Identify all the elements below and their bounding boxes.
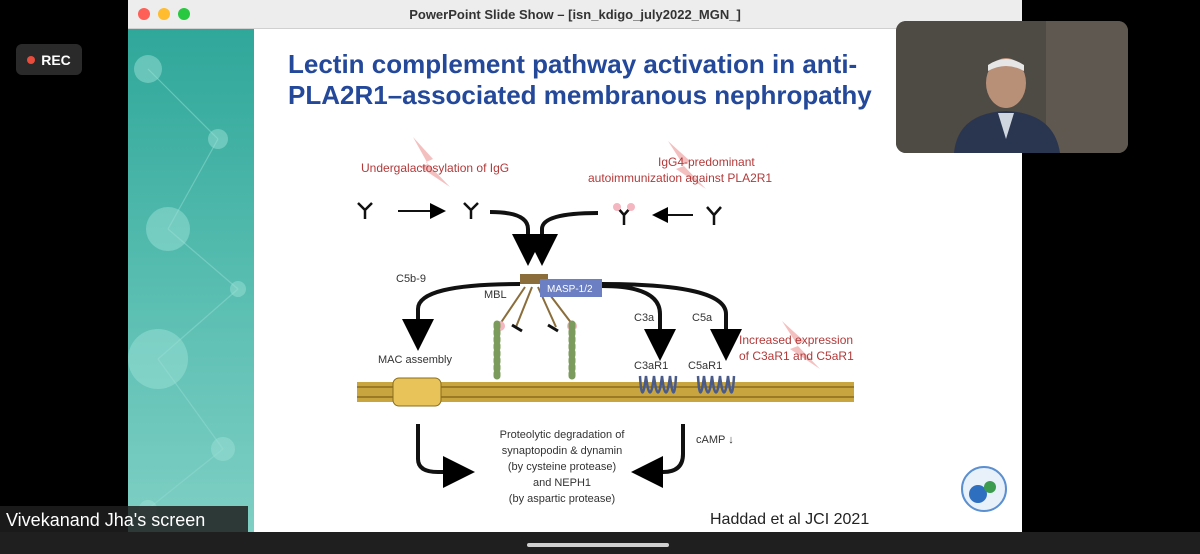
window-zoom-icon[interactable] — [178, 8, 190, 20]
arrow-icon — [489, 210, 544, 266]
autoimmunization-label: autoimmunization against PLA2R1 — [588, 171, 772, 185]
recording-indicator: REC — [16, 44, 82, 75]
window-titlebar: PowerPoint Slide Show – [isn_kdigo_july2… — [128, 0, 1022, 29]
masp-box — [540, 279, 602, 297]
proteolytic-line-4: and NEPH1 — [533, 477, 591, 489]
slide-title-line-2: PLA2R1–associated membranous nephropathy — [288, 80, 872, 110]
c5b9-label: C5b-9 — [396, 273, 426, 285]
window-title: PowerPoint Slide Show – [isn_kdigo_july2… — [409, 7, 741, 22]
proteolytic-line-3: (by cysteine protease) — [508, 461, 616, 473]
c5a-label: C5a — [692, 312, 713, 324]
camp-label: cAMP ↓ — [696, 434, 734, 446]
decorative-network-panel — [128, 29, 254, 532]
network-pattern-icon — [128, 55, 246, 518]
record-dot-icon — [27, 55, 36, 64]
arrow-icon — [601, 284, 676, 361]
receptor-coils — [638, 375, 736, 394]
mac-assembly-label: MAC assembly — [378, 354, 452, 366]
home-indicator[interactable] — [527, 543, 669, 547]
window-close-icon[interactable] — [138, 8, 150, 20]
c3a-label: C3a — [634, 312, 655, 324]
recording-label: REC — [41, 51, 71, 68]
screen-share-label: Vivekanand Jha's screen — [0, 506, 248, 534]
increased-expression-label: Increased expression — [739, 333, 853, 347]
arrow-icon — [402, 282, 521, 351]
undergalactosylation-label: Undergalactosylation of IgG — [361, 161, 509, 175]
presenter-video[interactable] — [896, 21, 1128, 153]
arrow-icon — [526, 211, 599, 266]
slide-content: Lectin complement pathway activation in … — [128, 29, 1022, 532]
presentation-window: PowerPoint Slide Show – [isn_kdigo_july2… — [128, 0, 1022, 532]
arrow-icon — [631, 424, 685, 488]
mbl-label: MBL — [484, 289, 507, 301]
lightning-icon — [782, 321, 820, 369]
c3ar1-c5ar1-label: of C3aR1 and C5aR1 — [739, 349, 854, 363]
antibody-icon — [357, 202, 722, 225]
citation: Haddad et al JCI 2021 — [710, 511, 870, 528]
masp-label: MASP-1/2 — [547, 284, 593, 295]
proteolytic-line-2: synaptopodin & dynamin — [502, 445, 622, 457]
arrow-icon — [601, 282, 742, 361]
lightning-icon — [413, 137, 450, 187]
c5ar1-label: C5aR1 — [688, 360, 722, 372]
igg4-label: IgG4-predominant — [658, 155, 755, 169]
c3ar1-label: C3aR1 — [634, 360, 668, 372]
proteolytic-line-1: Proteolytic degradation of — [500, 429, 626, 441]
lectin-pathway-diagram: Undergalactosylation of IgG IgG4-predomi… — [357, 137, 1007, 512]
window-minimize-icon[interactable] — [158, 8, 170, 20]
kdigo-logo-icon — [961, 466, 1007, 512]
slide-title-line-1: Lectin complement pathway activation in … — [288, 49, 858, 79]
pla2r1-antigen-stalks — [493, 320, 576, 383]
proteolytic-line-5: (by aspartic protease) — [509, 493, 615, 505]
lightning-icon — [668, 141, 706, 189]
presenter-silhouette-icon — [896, 21, 1128, 153]
slide-title: Lectin complement pathway activation in … — [288, 49, 888, 111]
mac-pore — [392, 377, 442, 407]
arrow-icon — [416, 424, 475, 488]
